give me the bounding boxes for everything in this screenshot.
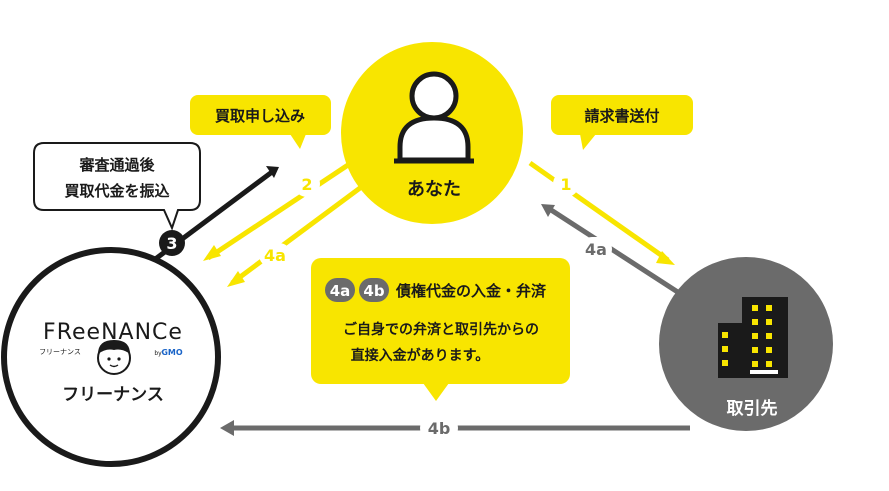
payment-line1: ご自身での弁済と取引先からの <box>343 321 539 338</box>
step-2-label: 2 <box>301 175 312 194</box>
arrow-4a-client-to-you <box>541 204 692 303</box>
arrow-1-you-to-client <box>528 160 675 265</box>
callout-purchase-application: 買取申し込み <box>190 95 331 149</box>
client-label: 取引先 <box>727 398 778 419</box>
freenance-logo-sub: フリーナンス <box>39 348 81 356</box>
freenance-logo-by: by <box>154 350 162 357</box>
payment-badge-4b-label: 4b <box>363 282 384 300</box>
review-line2: 買取代金を振込 <box>64 182 169 200</box>
step-1-label: 1 <box>560 175 571 194</box>
node-freenance: FReeNANCe フリーナンス by GMO フリーナンス <box>1 247 221 467</box>
callout-review-payout: 審査通過後 買取代金を振込 <box>33 142 201 231</box>
step-4a-left-label: 4a <box>264 246 286 265</box>
step-badge-2: 2 <box>294 171 320 197</box>
step-badge-4b-bottom: 4b <box>420 416 458 440</box>
payment-title: 債権代金の入金・弁済 <box>395 282 547 300</box>
gmo-logo-text: GMO <box>161 348 183 357</box>
step-badge-1: 1 <box>553 171 579 197</box>
arrow-4a-you-to-freenance-upper <box>203 162 350 261</box>
building-icon <box>718 297 788 378</box>
person-icon <box>394 71 474 164</box>
review-line1: 審査通過後 <box>78 156 155 174</box>
mascot-face-icon <box>97 340 131 375</box>
you-label: あなた <box>407 179 461 200</box>
callout-invoice: 請求書送付 <box>551 95 693 150</box>
node-you: あなた <box>341 42 523 224</box>
step-4b-bottom-label: 4b <box>428 419 451 438</box>
payment-line2: 直接入金があります。 <box>351 347 490 364</box>
purchase-application-text: 買取申し込み <box>215 107 305 125</box>
step-badge-3: 3 <box>159 230 185 256</box>
callout-payment-explanation: 4a 4b 債権代金の入金・弁済 ご自身での弁済と取引先からの 直接入金がありま… <box>311 258 570 401</box>
invoice-text: 請求書送付 <box>584 107 659 125</box>
step-badge-4a-left: 4a <box>259 243 291 267</box>
arrow-4a-you-to-freenance-lower <box>227 185 362 287</box>
node-client: 取引先 <box>659 257 833 431</box>
step-badge-4a-right: 4a <box>580 237 612 261</box>
step-4a-right-label: 4a <box>585 240 607 259</box>
payment-badge-4a-label: 4a <box>330 282 351 300</box>
arrow-4b-client-to-freenance <box>220 420 690 436</box>
freenance-label: フリーナンス <box>62 385 164 405</box>
step-3-label: 3 <box>166 234 177 253</box>
